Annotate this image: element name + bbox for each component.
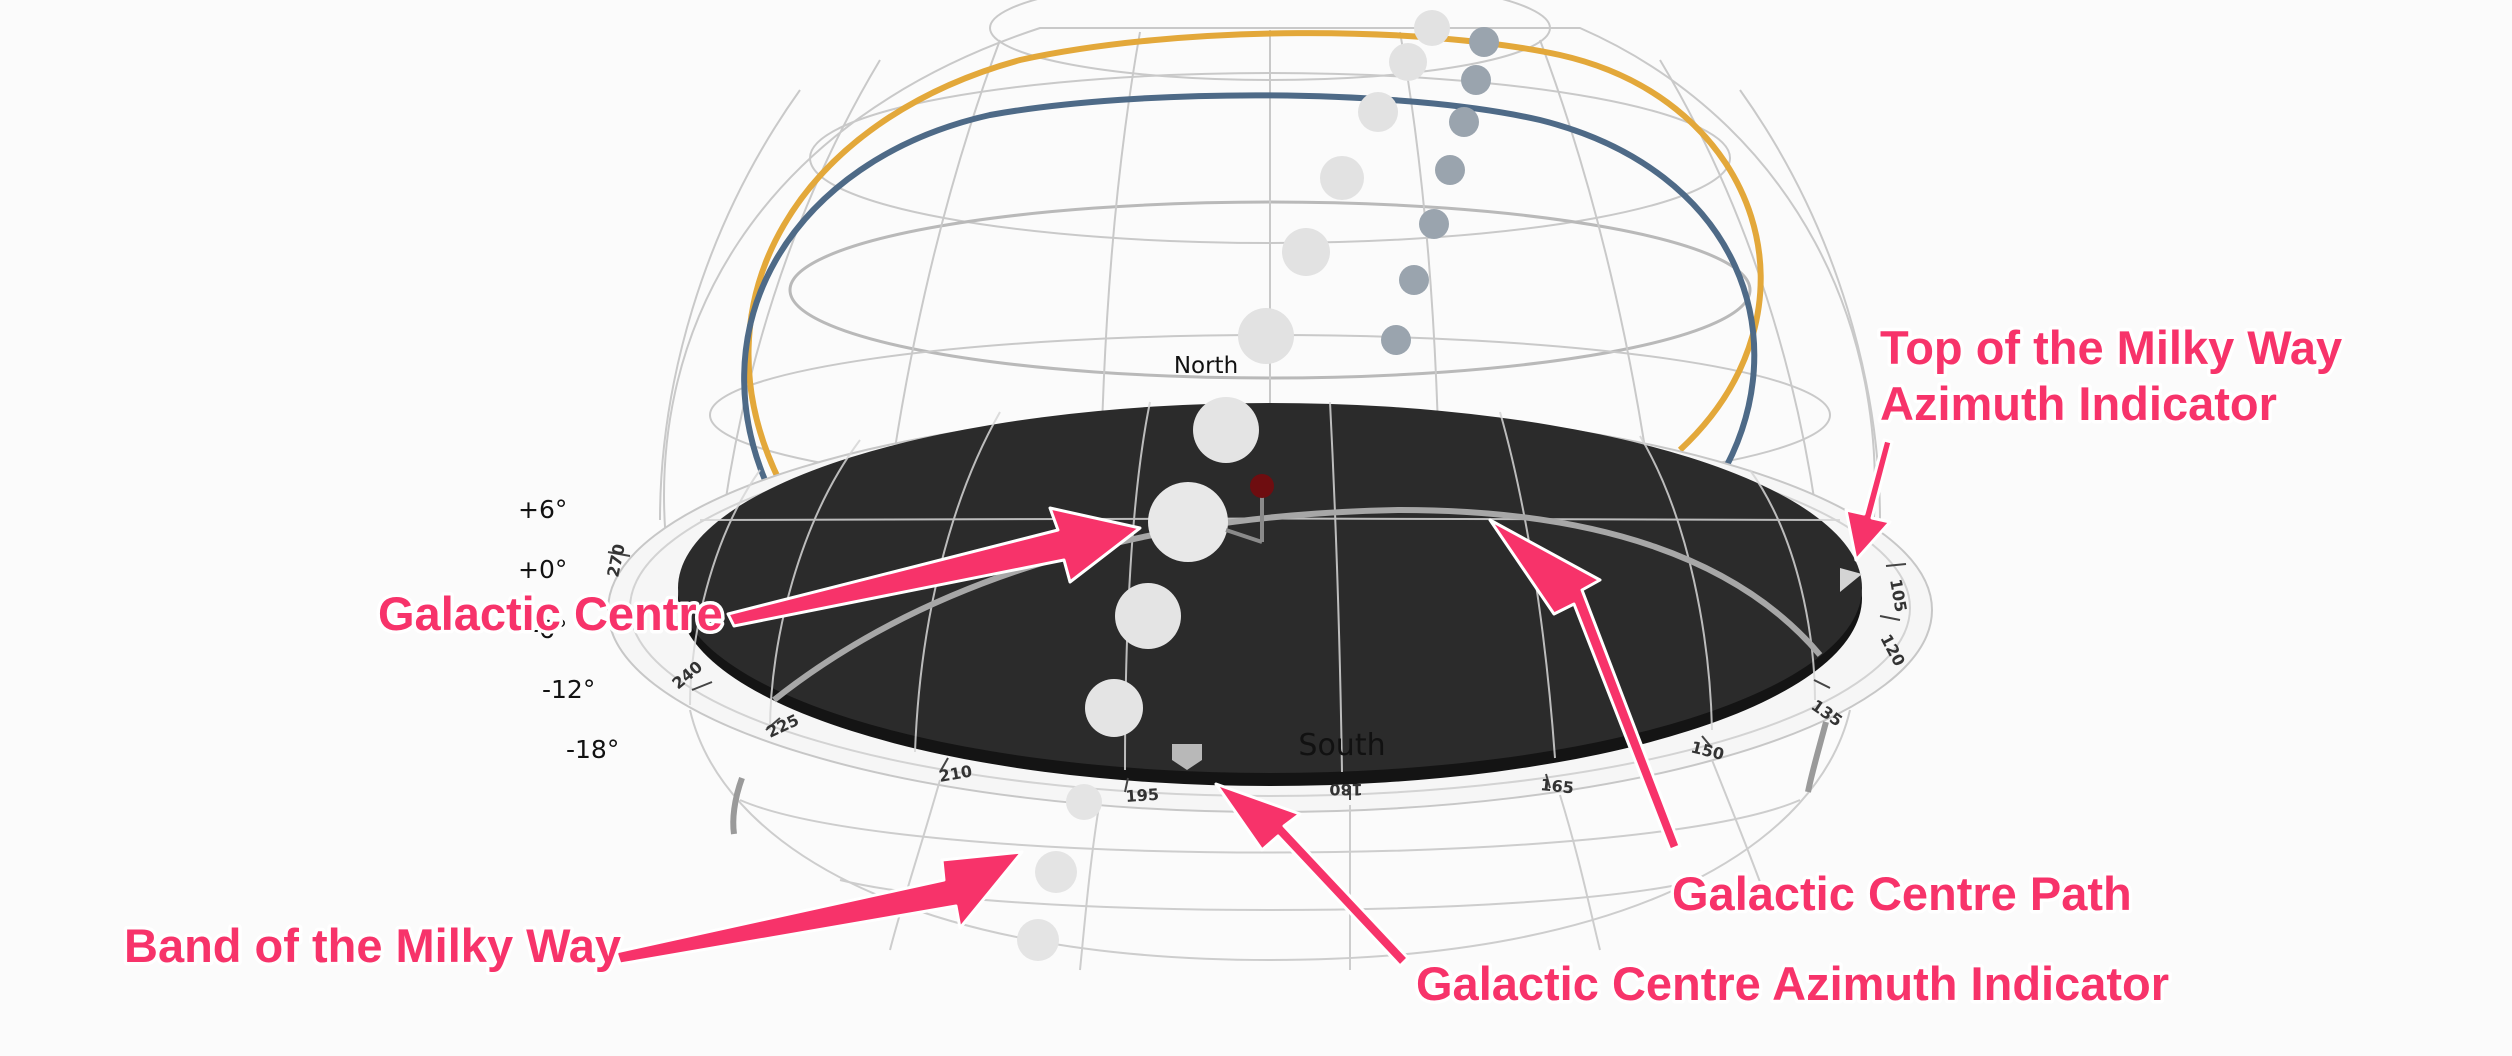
azimuth-tick-165: 165 bbox=[1540, 775, 1575, 797]
observer-marker bbox=[1225, 474, 1274, 544]
top-milky-way-azimuth-indicator-marker bbox=[1840, 568, 1862, 592]
band-dot bbox=[1017, 919, 1059, 961]
band-dot-secondary bbox=[1419, 209, 1449, 239]
altitude-labels: +6° +0° -6° -12° -18° bbox=[518, 495, 619, 764]
band-dot bbox=[1035, 851, 1077, 893]
lower-right-segment bbox=[1805, 721, 1829, 793]
band-dot bbox=[1115, 583, 1181, 649]
band-dot-secondary bbox=[1469, 27, 1499, 57]
sun-marker bbox=[1250, 474, 1274, 498]
lower-gold-segment bbox=[730, 776, 745, 835]
band-dot-secondary bbox=[1435, 155, 1465, 185]
azimuth-tick-195: 195 bbox=[1125, 785, 1160, 806]
galactic-centre-azimuth-indicator-marker bbox=[1172, 744, 1202, 770]
galactic-centre-path-line bbox=[772, 506, 1823, 703]
band-dot-secondary bbox=[1381, 325, 1411, 355]
annotation-galactic-centre-path: Galactic Centre Path bbox=[1672, 867, 2132, 920]
annotation-band-milky-way: Band of the Milky Way bbox=[124, 919, 621, 972]
ground-disc bbox=[678, 403, 1862, 773]
arrow-band-milky-way bbox=[614, 850, 1024, 966]
annotation-labels: Galactic Centre Top of the Milky Way Azi… bbox=[121, 318, 2346, 1014]
milky-way-band-dots-upper bbox=[1238, 10, 1450, 364]
annotation-galactic-centre: Galactic Centre bbox=[378, 587, 723, 640]
annotation-top-milky-way-line1: Top of the Milky Way bbox=[1880, 321, 2342, 374]
annotation-top-milky-way-line2: Azimuth Indicator bbox=[1880, 377, 2277, 430]
band-dot bbox=[1085, 679, 1143, 737]
dome-outline bbox=[663, 27, 1876, 561]
compass-south-label: South bbox=[1298, 728, 1385, 763]
band-dot bbox=[1358, 92, 1398, 132]
band-dot bbox=[1193, 397, 1259, 463]
azimuth-tick-180: 180 bbox=[1329, 780, 1362, 799]
arrow-galactic-centre-path bbox=[1488, 518, 1682, 852]
band-dot-secondary bbox=[1399, 265, 1429, 295]
milky-way-band-dots-lower bbox=[1017, 784, 1102, 961]
galactic-centre-marker bbox=[1148, 482, 1228, 562]
annotation-gc-azimuth-indicator: Galactic Centre Azimuth Indicator bbox=[1416, 957, 2169, 1010]
band-dot-secondary bbox=[1449, 107, 1479, 137]
milky-way-arc-gold bbox=[745, 30, 1764, 484]
galactic-centre-dots bbox=[1085, 397, 1259, 737]
altitude-label-plus6: +6° bbox=[518, 495, 567, 524]
band-dot bbox=[1066, 784, 1102, 820]
altitude-label-minus12: -12° bbox=[542, 675, 595, 704]
azimuth-ticks bbox=[607, 551, 1907, 800]
annotation-arrows bbox=[614, 438, 1894, 968]
arrow-top-milky-way bbox=[1844, 438, 1894, 562]
compass-north-label: North bbox=[1174, 353, 1238, 379]
altitude-label-minus18: -18° bbox=[566, 735, 619, 764]
milky-way-arc-blue bbox=[741, 92, 1758, 502]
arrow-galactic-centre bbox=[726, 506, 1142, 628]
altitude-label-zero: +0° bbox=[518, 555, 567, 584]
band-dot-secondary bbox=[1461, 65, 1491, 95]
arrow-gc-azimuth-indicator bbox=[1214, 782, 1410, 968]
milky-way-band-dots-secondary bbox=[1381, 27, 1499, 355]
band-dot bbox=[1282, 228, 1330, 276]
band-dot bbox=[1320, 156, 1364, 200]
band-dot bbox=[1389, 43, 1427, 81]
band-dot bbox=[1414, 10, 1450, 46]
band-dot bbox=[1238, 308, 1294, 364]
altitude-label-minus6: -6° bbox=[530, 615, 567, 644]
